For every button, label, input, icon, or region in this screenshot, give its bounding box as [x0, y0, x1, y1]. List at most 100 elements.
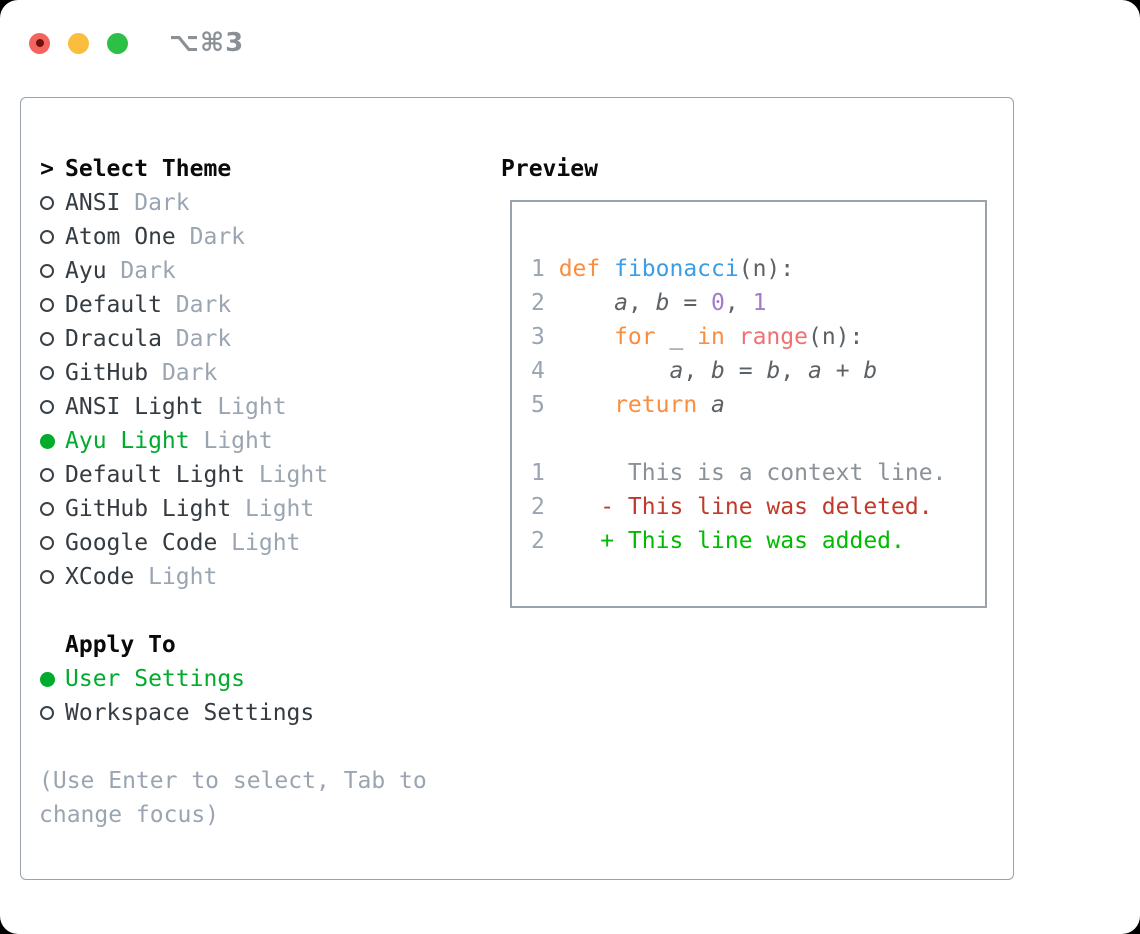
code-token: =: [724, 358, 767, 384]
apply-to-option[interactable]: User Settings: [39, 662, 484, 696]
code-token: [559, 324, 614, 350]
code-token: return: [614, 392, 698, 418]
radio-icon: [40, 536, 54, 550]
theme-name: GitHub: [65, 360, 149, 386]
theme-option[interactable]: GitHub Light Light: [39, 492, 484, 526]
theme-option[interactable]: Ayu Dark: [39, 254, 484, 288]
code-token: for: [614, 324, 656, 350]
radio-icon: [40, 706, 54, 720]
radio-marker: [39, 400, 55, 414]
code-token: +: [821, 358, 864, 384]
code-line: 2 - This line was deleted.: [531, 490, 985, 524]
code-token: fibonacci: [614, 256, 739, 282]
radio-marker: [39, 570, 55, 584]
code-text: a, b = b, a + b: [559, 358, 877, 384]
radio-marker: [39, 230, 55, 244]
code-token: [559, 392, 614, 418]
titlebar: ⌥⌘3: [29, 28, 244, 58]
theme-name: Default: [65, 292, 162, 318]
theme-name: Default Light: [65, 462, 246, 488]
radio-icon: [40, 570, 54, 584]
theme-name: Google Code: [65, 530, 218, 556]
radio-marker: [39, 671, 55, 687]
radio-marker: [39, 264, 55, 278]
radio-marker: [39, 706, 55, 720]
code-token: range: [738, 324, 808, 350]
theme-option[interactable]: ANSI Light Light: [39, 390, 484, 424]
theme-option[interactable]: GitHub Dark: [39, 356, 484, 390]
code-text: - This line was deleted.: [559, 494, 932, 520]
code-token: This is a context line.: [558, 460, 947, 486]
code-token: _: [655, 324, 698, 350]
radio-marker: [39, 298, 55, 312]
theme-variant-badge: Dark: [161, 360, 218, 386]
radio-marker: [39, 196, 55, 210]
radio-icon: [40, 332, 54, 346]
code-token: (n):: [738, 256, 795, 282]
code-line: 5 return a: [531, 388, 985, 422]
code-token: [559, 290, 614, 316]
apply-to-label: User Settings: [65, 666, 246, 692]
theme-variant-badge: Dark: [175, 326, 232, 352]
code-text: + This line was added.: [559, 528, 905, 554]
code-token: 0: [711, 290, 725, 316]
line-number: 4: [531, 358, 545, 384]
theme-name: GitHub Light: [65, 496, 232, 522]
radio-icon: [40, 264, 54, 278]
apply-to-label: Workspace Settings: [65, 700, 315, 726]
code-token: ,: [683, 358, 712, 384]
theme-option[interactable]: Dracula Dark: [39, 322, 484, 356]
apply-to-option[interactable]: Workspace Settings: [39, 696, 484, 730]
code-token: def: [558, 256, 601, 282]
code-token: a: [711, 392, 725, 418]
code-token: b: [655, 290, 670, 316]
code-line: 3 for _ in range(n):: [531, 320, 985, 354]
theme-variant-badge: Light: [258, 462, 329, 488]
theme-variant-badge: Light: [217, 394, 287, 420]
window-title: ⌥⌘3: [169, 28, 245, 58]
radio-selected-icon: [39, 671, 55, 687]
code-line: 1 This is a context line.: [531, 456, 985, 490]
theme-variant-badge: Dark: [175, 292, 232, 318]
radio-icon: [40, 230, 54, 244]
zoom-button[interactable]: [107, 32, 128, 54]
line-number: 1: [531, 256, 545, 282]
radio-icon: [40, 196, 54, 210]
theme-name: Dracula: [65, 326, 162, 352]
theme-name: Atom One: [65, 224, 176, 250]
select-theme-title: Select Theme: [65, 156, 232, 182]
code-line: 2 + This line was added.: [531, 524, 985, 558]
theme-name: Ayu: [65, 258, 107, 284]
code-token: (n):: [807, 324, 864, 350]
radio-icon: [40, 366, 54, 380]
line-number: 1: [531, 460, 545, 486]
theme-option[interactable]: Default Dark: [39, 288, 484, 322]
radio-icon: [40, 502, 54, 516]
minimize-button[interactable]: [68, 32, 89, 54]
theme-variant-badge: Light: [245, 496, 315, 522]
code-token: ,: [780, 358, 808, 384]
theme-variant-badge: Dark: [120, 258, 176, 284]
close-button[interactable]: [29, 32, 50, 54]
code-line: 4 a, b = b, a + b: [531, 354, 985, 388]
theme-option[interactable]: Default Light Light: [39, 458, 484, 492]
line-number: 3: [531, 324, 545, 350]
radio-marker: [39, 366, 55, 380]
code-text: This is a context line.: [559, 460, 947, 486]
theme-name: Ayu Light: [65, 428, 190, 454]
code-token: [600, 256, 614, 282]
code-text: for _ in range(n):: [559, 324, 864, 350]
preview-title: Preview: [501, 156, 598, 182]
theme-name: ANSI Light: [65, 394, 204, 420]
theme-name: ANSI: [65, 190, 121, 216]
code-token: in: [697, 324, 725, 350]
code-token: ,: [724, 290, 753, 316]
